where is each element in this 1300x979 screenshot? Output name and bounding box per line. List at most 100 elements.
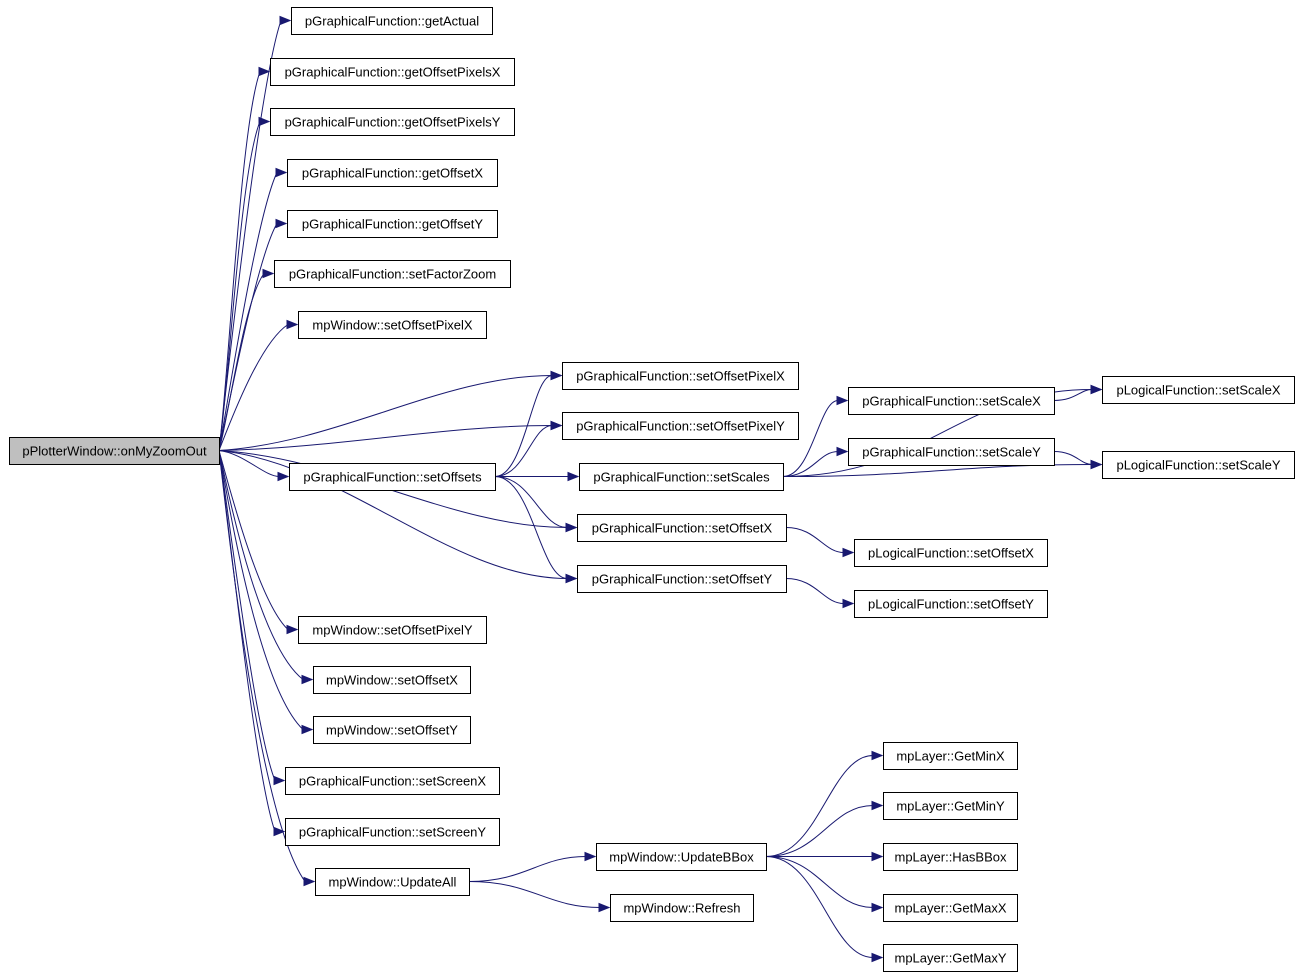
node-pl-set-scale-y[interactable]: pLogicalFunction::setScaleY — [1102, 451, 1295, 479]
edge-root-to-update-all — [218, 450, 306, 882]
node-get-actual[interactable]: pGraphicalFunction::getActual — [291, 7, 493, 35]
node-mp-set-offset-pixel-y[interactable]: mpWindow::setOffsetPixelY — [298, 616, 487, 644]
edge-root-to-get-offset-y — [218, 223, 278, 451]
edge-pg-set-scale-x-to-pl-set-scale-x — [1053, 389, 1093, 401]
arrowhead — [842, 547, 855, 558]
node-box — [285, 767, 500, 795]
node-box — [577, 514, 787, 542]
node-label: pPlotterWindow::onMyZoomOut — [22, 444, 207, 459]
edge-root-to-mp-set-offset-pixel-y — [218, 450, 289, 630]
node-get-max-x[interactable]: mpLayer::GetMaxX — [883, 894, 1018, 922]
node-label: pLogicalFunction::setOffsetX — [868, 546, 1034, 561]
node-mp-set-offset-pixel-x[interactable]: mpWindow::setOffsetPixelX — [298, 311, 487, 339]
node-mp-set-offset-x[interactable]: mpWindow::setOffsetX — [313, 666, 471, 694]
arrowhead — [871, 902, 884, 913]
node-box — [274, 260, 511, 288]
node-label: pGraphicalFunction::setOffsets — [303, 470, 482, 485]
node-box — [883, 792, 1018, 820]
node-label: pGraphicalFunction::getOffsetPixelsX — [285, 65, 501, 80]
node-box — [285, 818, 500, 846]
arrowhead — [871, 851, 884, 862]
node-update-all[interactable]: mpWindow::UpdateAll — [315, 868, 470, 896]
node-set-screen-y[interactable]: pGraphicalFunction::setScreenY — [285, 818, 500, 846]
node-label: mpLayer::GetMinY — [896, 799, 1005, 814]
node-box — [1102, 376, 1295, 404]
node-mp-set-offset-y[interactable]: mpWindow::setOffsetY — [313, 716, 471, 744]
node-pl-set-scale-x[interactable]: pLogicalFunction::setScaleX — [1102, 376, 1295, 404]
node-label: pGraphicalFunction::setOffsetX — [592, 521, 773, 536]
edge-set-scales-to-pg-set-scale-x — [782, 400, 839, 477]
node-box — [854, 590, 1048, 618]
edge-update-bbox-to-get-max-y — [765, 856, 874, 958]
edge-update-all-to-refresh — [468, 881, 601, 908]
node-label: mpLayer::GetMaxY — [895, 951, 1007, 966]
node-label: mpWindow::Refresh — [623, 901, 740, 916]
node-label: pLogicalFunction::setOffsetY — [868, 597, 1034, 612]
node-label: mpLayer::GetMaxX — [895, 901, 1007, 916]
edge-update-bbox-to-get-max-x — [765, 856, 874, 908]
edge-root-to-pg-set-offset-pixel-x — [218, 375, 553, 451]
node-get-offset-y[interactable]: pGraphicalFunction::getOffsetY — [287, 210, 498, 238]
node-root[interactable]: pPlotterWindow::onMyZoomOut — [9, 437, 220, 465]
edge-set-offsets-to-pg-set-offset-y — [494, 476, 568, 579]
edge-root-to-get-offset-pixels-y — [218, 121, 261, 451]
arrowhead — [275, 218, 288, 229]
node-pl-set-offset-y[interactable]: pLogicalFunction::setOffsetY — [854, 590, 1048, 618]
node-label: pGraphicalFunction::setScreenY — [299, 825, 486, 840]
node-label: pGraphicalFunction::setScales — [593, 470, 770, 485]
arrowhead — [598, 902, 611, 913]
arrowhead — [871, 750, 884, 761]
node-box — [579, 463, 784, 491]
node-set-offsets[interactable]: pGraphicalFunction::setOffsets — [289, 463, 496, 491]
node-get-min-y[interactable]: mpLayer::GetMinY — [883, 792, 1018, 820]
node-label: pGraphicalFunction::setScaleX — [862, 394, 1041, 409]
node-get-offset-x[interactable]: pGraphicalFunction::getOffsetX — [287, 159, 498, 187]
arrowhead — [565, 522, 578, 533]
edge-root-to-get-offset-x — [218, 172, 278, 451]
node-get-offset-pixels-x[interactable]: pGraphicalFunction::getOffsetPixelsX — [270, 58, 515, 86]
node-get-max-y[interactable]: mpLayer::GetMaxY — [883, 944, 1018, 972]
node-set-factor-zoom[interactable]: pGraphicalFunction::setFactorZoom — [274, 260, 511, 288]
node-pg-set-offset-y[interactable]: pGraphicalFunction::setOffsetY — [577, 565, 787, 593]
node-box — [298, 616, 487, 644]
node-label: mpWindow::setOffsetPixelX — [312, 318, 472, 333]
node-set-scales[interactable]: pGraphicalFunction::setScales — [579, 463, 784, 491]
node-label: pGraphicalFunction::getOffsetX — [302, 166, 483, 181]
node-has-bbox[interactable]: mpLayer::HasBBox — [883, 843, 1018, 871]
node-pg-set-offset-pixel-x[interactable]: pGraphicalFunction::setOffsetPixelX — [562, 362, 799, 390]
arrowhead — [871, 800, 884, 811]
edge-update-all-to-update-bbox — [468, 856, 587, 882]
node-box — [854, 539, 1048, 567]
node-box — [313, 666, 471, 694]
node-box — [270, 108, 515, 136]
node-label: pGraphicalFunction::setScreenX — [299, 774, 486, 789]
edge-root-to-set-factor-zoom — [218, 273, 265, 451]
node-pg-set-offset-x[interactable]: pGraphicalFunction::setOffsetX — [577, 514, 787, 542]
arrowhead — [871, 952, 884, 963]
node-get-offset-pixels-y[interactable]: pGraphicalFunction::getOffsetPixelsY — [270, 108, 515, 136]
node-box — [287, 210, 498, 238]
node-box — [883, 944, 1018, 972]
arrowhead — [301, 674, 314, 685]
edge-set-offsets-to-pg-set-offset-pixel-x — [494, 375, 553, 477]
arrowhead — [279, 15, 292, 26]
node-pg-set-scale-x[interactable]: pGraphicalFunction::setScaleX — [848, 387, 1055, 415]
node-label: mpWindow::setOffsetPixelY — [312, 623, 472, 638]
arrowhead — [258, 66, 271, 77]
node-label: mpWindow::setOffsetX — [326, 673, 458, 688]
node-pg-set-offset-pixel-y[interactable]: pGraphicalFunction::setOffsetPixelY — [562, 412, 799, 440]
node-label: mpWindow::setOffsetY — [326, 723, 458, 738]
node-box — [287, 159, 498, 187]
node-set-screen-x[interactable]: pGraphicalFunction::setScreenX — [285, 767, 500, 795]
node-update-bbox[interactable]: mpWindow::UpdateBBox — [596, 843, 767, 871]
node-get-min-x[interactable]: mpLayer::GetMinX — [883, 742, 1018, 770]
node-box — [883, 742, 1018, 770]
node-pg-set-scale-y[interactable]: pGraphicalFunction::setScaleY — [848, 438, 1055, 466]
node-pl-set-offset-x[interactable]: pLogicalFunction::setOffsetX — [854, 539, 1048, 567]
node-label: mpWindow::UpdateAll — [329, 875, 457, 890]
node-refresh[interactable]: mpWindow::Refresh — [610, 894, 754, 922]
arrowhead — [303, 876, 316, 887]
edge-root-to-mp-set-offset-x — [218, 450, 304, 680]
nodes-layer: pPlotterWindow::onMyZoomOutpGraphicalFun… — [9, 7, 1295, 972]
